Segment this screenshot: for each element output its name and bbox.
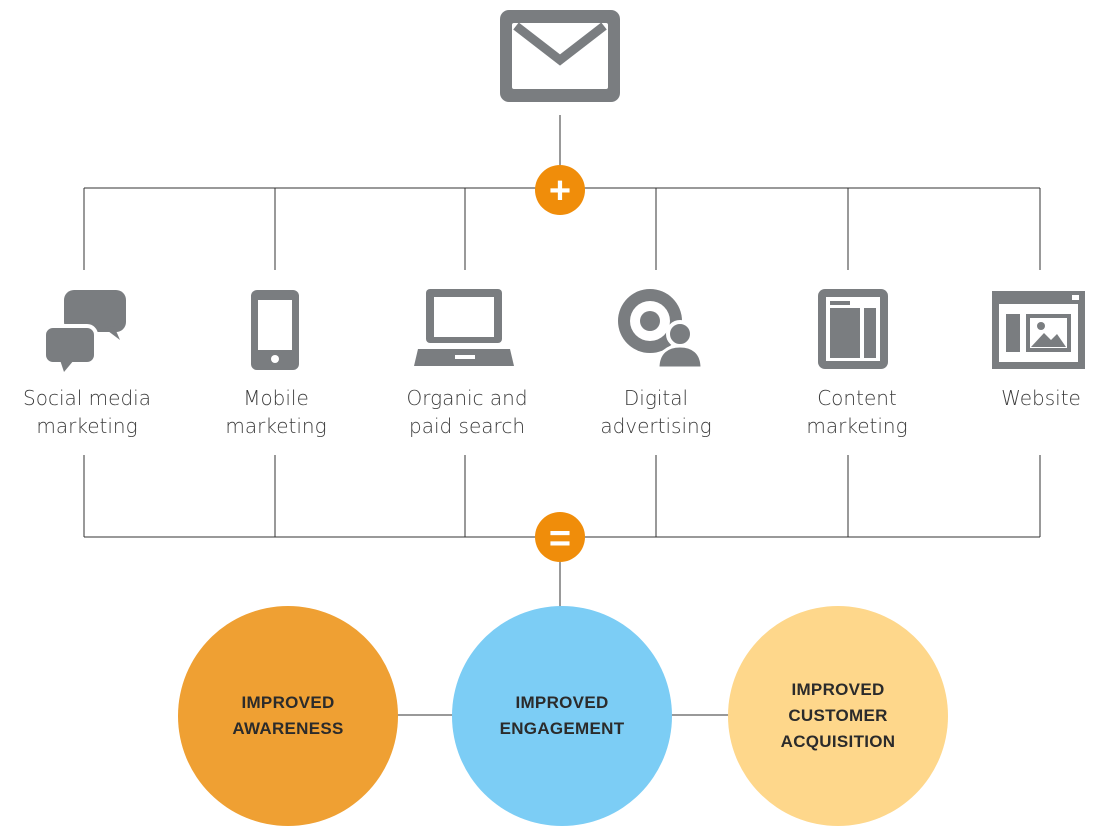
- outcome-label-awareness: IMPROVED AWARENESS: [232, 693, 344, 738]
- equals-symbol: =: [549, 518, 571, 560]
- plus-symbol: +: [549, 170, 571, 212]
- webcam-user-icon: [618, 289, 704, 370]
- outcome-circle-awareness: IMPROVED AWARENESS: [178, 606, 398, 826]
- document-layout-icon: [818, 289, 888, 369]
- outcome-circle-engagement: IMPROVED ENGAGEMENT: [452, 606, 672, 826]
- smartphone-icon: [251, 290, 299, 370]
- outcome-label-acquisition: IMPROVED CUSTOMER ACQUISITION: [780, 680, 896, 751]
- channel-label-content: Content marketing: [806, 386, 908, 438]
- channel-label-mobile: Mobile marketing: [225, 386, 327, 438]
- chat-bubbles-icon: [42, 290, 126, 372]
- channel-label-social-media: Social media marketing: [23, 386, 151, 438]
- outcome-circle-acquisition: IMPROVED CUSTOMER ACQUISITION: [728, 606, 948, 826]
- channel-label-website: Website: [1001, 386, 1081, 410]
- equals-badge: =: [535, 512, 585, 562]
- laptop-icon: [414, 289, 514, 366]
- channel-label-advertising: Digital advertising: [600, 386, 712, 438]
- outcome-label-engagement: IMPROVED ENGAGEMENT: [499, 693, 625, 738]
- channel-label-search: Organic and paid search: [406, 386, 528, 438]
- envelope-icon: [500, 10, 620, 102]
- plus-badge: +: [535, 165, 585, 215]
- browser-window-icon: [992, 291, 1085, 369]
